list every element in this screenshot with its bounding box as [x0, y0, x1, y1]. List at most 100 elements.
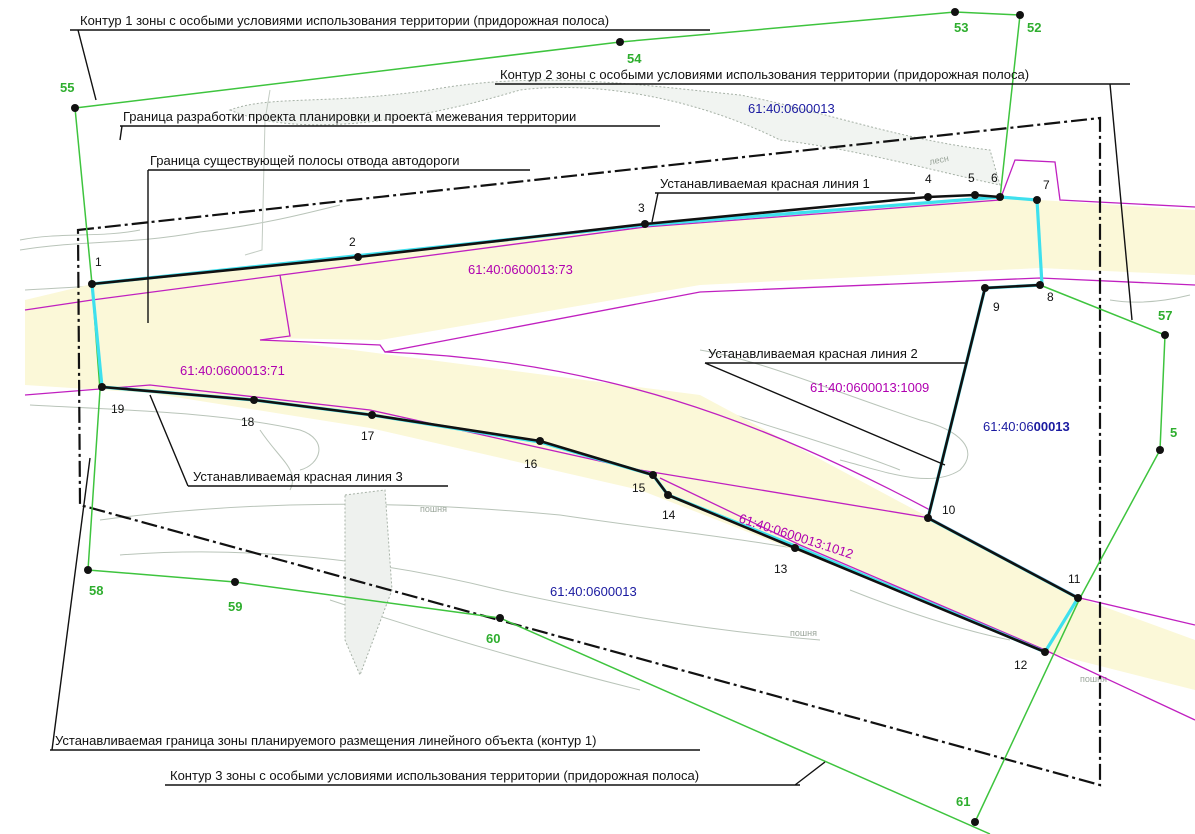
vertex-17-dot	[368, 411, 376, 419]
vertex-1-dot	[88, 280, 96, 288]
terrain-label: пошня	[1080, 674, 1107, 684]
vertex-4-dot	[924, 193, 932, 201]
parcel-label-73: 61:40:0600013:73	[468, 262, 573, 277]
red-line-3	[101, 385, 1046, 654]
terrain-label: пошня	[790, 628, 817, 638]
quarter-label-right-a: 61:40:06	[983, 419, 1034, 434]
parcel-boundary	[999, 159, 1195, 208]
leader-boundary-plan	[119, 125, 660, 141]
leader-existing-strip	[147, 169, 530, 323]
vertex-14-dot	[664, 491, 672, 499]
vertex-label-16: 16	[524, 457, 538, 471]
leader-red-line-1	[651, 192, 915, 223]
vertex-12-dot	[1041, 648, 1049, 656]
quarter-label-top: 61:40:0600013	[748, 101, 835, 116]
vertex-53-dot	[951, 8, 959, 16]
leader-zone-boundary	[50, 457, 700, 751]
terrain-contour	[849, 589, 1011, 641]
vertex-label-6: 6	[991, 171, 998, 185]
vertex-3-dot	[641, 220, 649, 228]
vertex-label-5-green: 5	[1170, 425, 1177, 440]
vertex-57-dot	[1161, 331, 1169, 339]
vertex-label-52: 52	[1027, 20, 1041, 35]
road-corridor	[25, 195, 1195, 690]
vertex-61-dot	[971, 818, 979, 826]
vertex-58-dot	[84, 566, 92, 574]
vertex-label-58: 58	[89, 583, 103, 598]
red-line-1	[91, 193, 1001, 286]
callout-zone-boundary: Устанавливаемая граница зоны планируемог…	[55, 733, 596, 748]
quarter-label-bottom: 61:40:0600013	[550, 584, 637, 599]
vertex-label-3: 3	[638, 201, 645, 215]
vertex-55-dot	[71, 104, 79, 112]
vertex-label-10: 10	[942, 503, 956, 517]
green-vertex-labels: 52 53 54 55 57 5 58 59 60 61	[60, 20, 1177, 809]
vertex-label-54: 54	[627, 51, 642, 66]
callout-red-line-3: Устанавливаемая красная линия 3	[193, 469, 403, 484]
planning-boundary-line	[76, 116, 1102, 787]
callout-red-line-1: Устанавливаемая красная линия 1	[660, 176, 870, 191]
vertex-label-53: 53	[954, 20, 968, 35]
parcel-label-1009: 61:40:0600013:1009	[810, 380, 929, 395]
vertex-label-14: 14	[662, 508, 676, 522]
green-vertices	[71, 8, 1169, 826]
terrain-strip	[244, 89, 271, 256]
planning-boundary	[76, 116, 1102, 787]
vertex-label-18: 18	[241, 415, 255, 429]
vertex-label-59: 59	[228, 599, 242, 614]
vertex-label-5: 5	[968, 171, 975, 185]
terrain-contour	[1109, 294, 1191, 303]
vertex-16-dot	[536, 437, 544, 445]
vertex-54-dot	[616, 38, 624, 46]
vertex-19-dot	[98, 383, 106, 391]
terrain-strip	[344, 489, 393, 677]
vertex-label-8: 8	[1047, 290, 1054, 304]
terrain-label: пошня	[420, 504, 447, 514]
terrain-contour	[29, 404, 320, 471]
vertex-11-dot	[1074, 594, 1082, 602]
vertex-label-15: 15	[632, 481, 646, 495]
parcel-boundary	[659, 477, 1195, 721]
red-line-2	[926, 283, 1079, 600]
vertex-label-13: 13	[774, 562, 788, 576]
vertex-label-2: 2	[349, 235, 356, 249]
terrain-contour	[259, 429, 294, 491]
terrain-contour	[19, 229, 141, 241]
parcel-boundary	[384, 351, 931, 511]
vertex-8-dot	[1036, 281, 1044, 289]
quarter-label-right-b: 00013	[1034, 419, 1070, 434]
terrain-contour	[119, 551, 821, 641]
callout-red-line-2: Устанавливаемая красная линия 2	[708, 346, 918, 361]
vertex-label-60: 60	[486, 631, 500, 646]
contour-2-line	[974, 284, 1166, 823]
vertex-label-9: 9	[993, 300, 1000, 314]
vertex-label-12: 12	[1014, 658, 1028, 672]
terrain-stipple-top	[228, 79, 1001, 186]
vertex-52-dot	[1016, 11, 1024, 19]
vertex-label-11: 11	[1068, 572, 1081, 586]
callout-texts: Контур 1 зоны с особыми условиями исполь…	[55, 13, 1029, 783]
terrain-contour	[99, 503, 861, 561]
vertex-10-dot	[924, 514, 932, 522]
leader-red-line-2	[704, 362, 965, 466]
vertex-13-dot	[791, 544, 799, 552]
parcel-boundary	[24, 199, 1001, 311]
vertex-5-dot	[971, 191, 979, 199]
parcel-label-71: 61:40:0600013:71	[180, 363, 285, 378]
leader-lines	[50, 29, 1133, 786]
terrain-words: пошня пошня пошня лесн	[420, 153, 1107, 684]
callout-contour2: Контур 2 зоны с особыми условиями исполь…	[500, 67, 1029, 82]
leader-contour1	[70, 29, 710, 101]
vertex-9-dot	[981, 284, 989, 292]
vertex-label-4: 4	[925, 172, 932, 186]
leader-red-line-3	[149, 394, 448, 487]
contour-3-line	[87, 569, 991, 834]
terrain-contour	[719, 409, 901, 471]
leader-contour3	[165, 761, 826, 786]
terrain-background	[19, 79, 1191, 691]
vertex-2-dot	[354, 253, 362, 261]
vertex-label-1: 1	[95, 255, 102, 269]
vertex-59-dot	[231, 578, 239, 586]
callout-contour3: Контур 3 зоны с особыми условиями исполь…	[170, 768, 699, 783]
